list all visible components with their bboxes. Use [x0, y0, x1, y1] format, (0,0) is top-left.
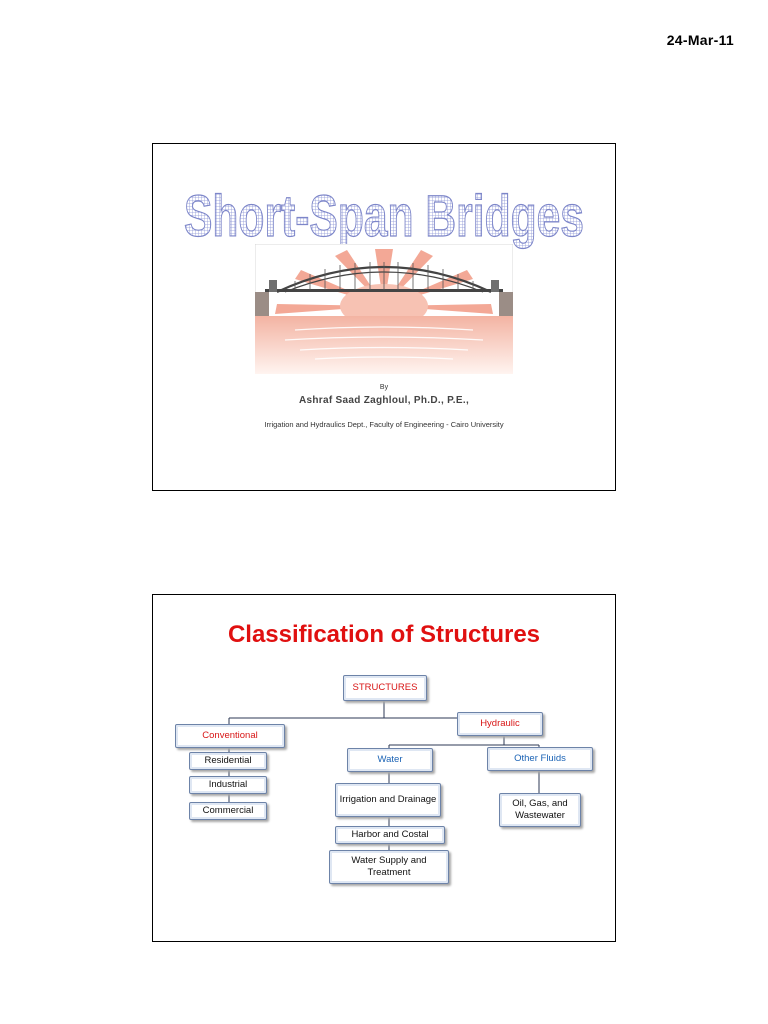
other-fluids-node: Other Fluids [487, 747, 593, 771]
bridge-illustration [255, 244, 513, 374]
commercial-node: Commercial [189, 802, 267, 820]
page-date: 24-Mar-11 [666, 32, 734, 48]
classification-slide: Classification of Structures STRUCTURES [152, 594, 616, 942]
harbor-costal-node: Harbor and Costal [335, 826, 445, 844]
slide-title: Classification of Structures [227, 621, 541, 648]
oil-gas-wastewater-node: Oil, Gas, and Wastewater [499, 793, 581, 827]
slide-title-graphic: Short-Span Bridges [183, 183, 584, 249]
irrigation-drainage-node: Irrigation and Drainage [335, 783, 441, 817]
residential-node: Residential [189, 752, 267, 770]
industrial-node: Industrial [189, 776, 267, 794]
conventional-node: Conventional [175, 724, 285, 748]
slide-title: Short-Span Bridges [184, 184, 584, 249]
structures-node: STRUCTURES [343, 675, 427, 701]
hydraulic-node: Hydraulic [457, 712, 543, 736]
by-label: By [379, 384, 389, 391]
water-node: Water [347, 748, 433, 772]
water-supply-treatment-node: Water Supply and Treatment [329, 850, 449, 884]
author-name: Ashraf Saad Zaghloul, Ph.D., P.E., [298, 395, 470, 406]
author-affiliation: Irrigation and Hydraulics Dept., Faculty… [264, 420, 504, 429]
title-slide: Short-Span Bridges [152, 143, 616, 491]
